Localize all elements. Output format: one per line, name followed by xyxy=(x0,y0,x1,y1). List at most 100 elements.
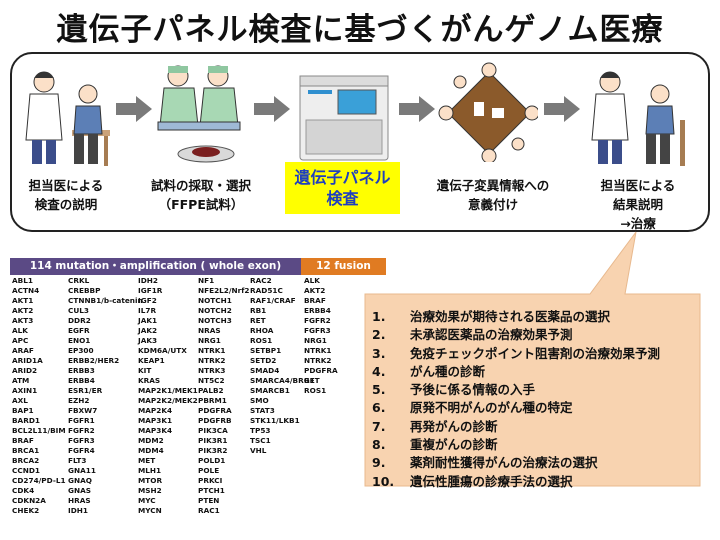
purpose-text: 予後に係る情報の入手 xyxy=(410,382,536,398)
gene-name: KEAP1 xyxy=(138,356,165,365)
gene-name: SETD2 xyxy=(250,356,277,365)
gene-name: TSC1 xyxy=(250,436,271,445)
expert-meeting-illustration xyxy=(438,62,538,162)
gene-name: BRCA2 xyxy=(12,456,40,465)
step-1-line2: 検査の説明 xyxy=(34,197,98,212)
gene-name: ERBB2/HER2 xyxy=(68,356,120,365)
purpose-text: 重複がんの診断 xyxy=(410,437,498,453)
gene-name: KDM6A/UTX xyxy=(138,346,187,355)
gene-name: RET xyxy=(304,376,320,385)
gene-name: POLD1 xyxy=(198,456,226,465)
step-5-label: 担当医による 結果説明 →治療 xyxy=(584,176,692,233)
gene-name: PBRM1 xyxy=(198,396,227,405)
gene-name: PIK3R1 xyxy=(198,436,228,445)
gene-name: IGF2 xyxy=(138,296,157,305)
gene-name: BARD1 xyxy=(12,416,40,425)
step-3-line1: 遺伝子パネル xyxy=(294,168,391,187)
arrow-right-icon xyxy=(254,96,290,122)
step-5-line2: 結果説明 xyxy=(612,197,663,212)
gene-table-header-main: 114 mutation・amplification ( whole exon) xyxy=(10,258,301,275)
gene-name: PRKCI xyxy=(198,476,223,485)
gene-name: TP53 xyxy=(250,426,271,435)
purpose-text: 原発不明がんのがん種の特定 xyxy=(410,400,573,416)
gene-name: ESR1/ER xyxy=(68,386,103,395)
sequencer-illustration xyxy=(299,75,389,161)
gene-name: FGFR3 xyxy=(304,326,331,335)
gene-name: NFE2L2/Nrf2 xyxy=(198,286,250,295)
gene-name: FGFR4 xyxy=(68,446,95,455)
gene-name: RAF1/CRAF xyxy=(250,296,296,305)
gene-name: PTCH1 xyxy=(198,486,225,495)
gene-name: NTRK1 xyxy=(198,346,226,355)
step-3-line2: 検査 xyxy=(326,189,359,208)
gene-name: CDK4 xyxy=(12,486,35,495)
gene-name: JAK3 xyxy=(138,336,158,345)
gene-name: ROS1 xyxy=(304,386,327,395)
gene-name: HRAS xyxy=(68,496,91,505)
gene-name: IDH1 xyxy=(68,506,88,515)
gene-name: KRAS xyxy=(138,376,161,385)
purpose-item: 10.遺伝性腫瘍の診療手法の選択 xyxy=(372,473,697,491)
gene-name: AKT1 xyxy=(12,296,34,305)
gene-name: AXIN1 xyxy=(12,386,38,395)
gene-name: PTEN xyxy=(198,496,220,505)
gene-name: SETBP1 xyxy=(250,346,282,355)
gene-name: RB1 xyxy=(250,306,267,315)
purpose-text: 再発がんの診断 xyxy=(410,418,498,434)
gene-name: MAP2K4 xyxy=(138,406,173,415)
sampling-illustration xyxy=(157,65,241,163)
gene-name: PIK3CA xyxy=(198,426,228,435)
purpose-number: 3. xyxy=(372,345,386,361)
arrow-right-icon xyxy=(399,96,435,122)
gene-name: MYC xyxy=(138,496,156,505)
purpose-number: 5. xyxy=(372,382,386,398)
gene-name: CREBBP xyxy=(68,286,101,295)
gene-name: MAP2K2/MEK2 xyxy=(138,396,198,405)
purpose-text: 未承認医薬品の治療効果予測 xyxy=(410,327,573,343)
purpose-item: 1.治療効果が期待される医薬品の選択 xyxy=(372,308,697,326)
gene-name: NOTCH3 xyxy=(198,316,232,325)
gene-name: AKT2 xyxy=(12,306,34,315)
gene-name: STK11/LKB1 xyxy=(250,416,300,425)
gene-name: FGFR2 xyxy=(304,316,331,325)
gene-name: ENO1 xyxy=(68,336,91,345)
gene-name: NTRK2 xyxy=(198,356,226,365)
gene-name: PALB2 xyxy=(198,386,224,395)
gene-name: ACTN4 xyxy=(12,286,40,295)
gene-name: BRAF xyxy=(12,436,34,445)
step-2-line2: （FFPE試料） xyxy=(158,197,244,212)
gene-name: NOTCH1 xyxy=(198,296,232,305)
gene-name: KIT xyxy=(138,366,152,375)
gene-name: EP300 xyxy=(68,346,94,355)
gene-name: NT5C2 xyxy=(198,376,225,385)
gene-name: FLT3 xyxy=(68,456,87,465)
doctor-results-illustration xyxy=(591,71,685,166)
gene-name: APC xyxy=(12,336,29,345)
gene-name: IDH2 xyxy=(138,276,158,285)
gene-name: JAK2 xyxy=(138,326,158,335)
purpose-item: 2.未承認医薬品の治療効果予測 xyxy=(372,326,697,344)
gene-name: ERBB3 xyxy=(68,366,95,375)
gene-name: AXL xyxy=(12,396,28,405)
gene-name: NTRK1 xyxy=(304,346,332,355)
gene-name: PDGFRA xyxy=(304,366,338,375)
purpose-text: 薬剤耐性獲得がんの治療法の選択 xyxy=(410,455,598,471)
gene-name: SMAD4 xyxy=(250,366,280,375)
gene-name: NRG1 xyxy=(198,336,221,345)
gene-name: MAP3K1 xyxy=(138,416,173,425)
gene-name: MET xyxy=(138,456,156,465)
gene-name: MAP3K4 xyxy=(138,426,173,435)
gene-name: IL7R xyxy=(138,306,157,315)
gene-name: MLH1 xyxy=(138,466,162,475)
gene-name: AKT3 xyxy=(12,316,34,325)
workflow-frame xyxy=(10,52,710,232)
gene-name: GNA11 xyxy=(68,466,96,475)
gene-name: MYCN xyxy=(138,506,162,515)
gene-name: SMARCB1 xyxy=(250,386,290,395)
gene-name: EGFR xyxy=(68,326,90,335)
